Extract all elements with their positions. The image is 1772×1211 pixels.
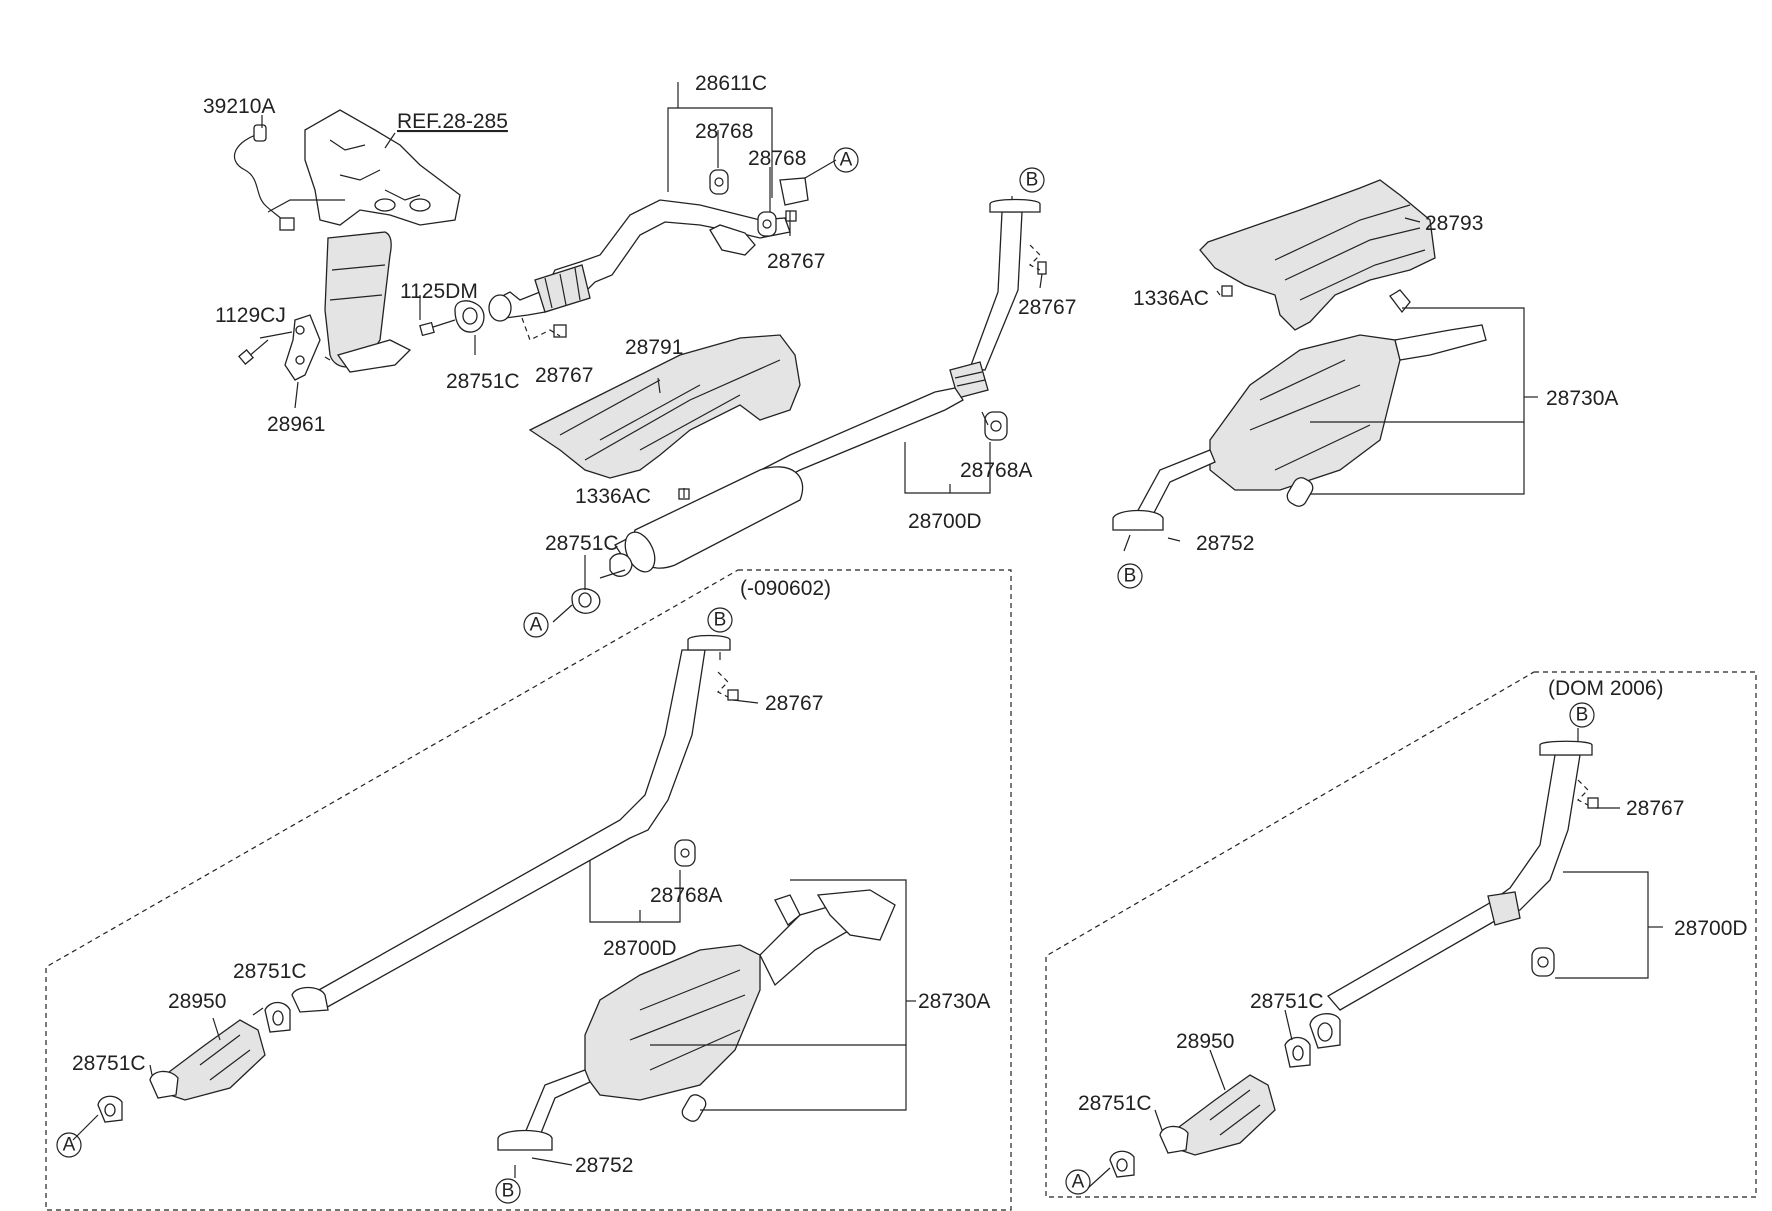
marker-b-4: B — [495, 1178, 521, 1204]
label-28767-d: 28767 — [765, 692, 823, 715]
label-variant-090602: (-090602) — [740, 577, 831, 600]
label-28611C: 28611C — [695, 72, 767, 95]
label-28767-b: 28767 — [535, 364, 593, 387]
label-28793: 28793 — [1425, 212, 1483, 235]
label-28768A-b: 28768A — [650, 884, 722, 907]
label-28751C-b: 28751C — [545, 532, 619, 555]
label-28767-c: 28767 — [1018, 296, 1076, 319]
label-variant-dom2006: (DOM 2006) — [1548, 677, 1664, 700]
label-28767-a: 28767 — [767, 250, 825, 273]
label-28700D-b: 28700D — [603, 937, 677, 960]
label-39210A: 39210A — [203, 95, 275, 118]
svg-text:B: B — [1124, 566, 1137, 587]
marker-a-2: A — [523, 612, 549, 638]
svg-text:B: B — [1026, 170, 1039, 191]
label-28768-b: 28768 — [748, 147, 806, 170]
svg-text:A: A — [840, 150, 853, 171]
label-28752-b: 28752 — [575, 1154, 633, 1177]
exhaust-manifold-catalytic-converter — [233, 109, 485, 409]
label-28752-a: 28752 — [1196, 532, 1254, 555]
svg-text:A: A — [1072, 1172, 1085, 1193]
label-28700D-c: 28700D — [1674, 917, 1748, 940]
exhaust-variant-dom2006 — [1087, 728, 1663, 1189]
label-ref-28-285: REF.28-285 — [397, 110, 508, 133]
variant-box-dom2006 — [1045, 671, 1757, 1198]
label-1125DM: 1125DM — [400, 280, 478, 303]
label-28768A-a: 28768A — [960, 459, 1032, 482]
label-28791: 28791 — [625, 336, 683, 359]
svg-text:A: A — [530, 615, 543, 636]
label-1336AC-a: 1336AC — [575, 485, 651, 508]
svg-text:B: B — [1576, 705, 1589, 726]
label-28751C-c: 28751C — [233, 960, 307, 983]
marker-b-3: B — [707, 607, 733, 633]
center-pipe-assembly-top — [528, 196, 1047, 623]
label-28950-b: 28950 — [1176, 1030, 1234, 1053]
svg-text:B: B — [714, 610, 727, 631]
label-28950-a: 28950 — [168, 990, 226, 1013]
svg-text:B: B — [502, 1181, 515, 1202]
rear-muffler-assembly-top — [1112, 179, 1538, 552]
label-1336AC-b: 1336AC — [1133, 287, 1209, 310]
exhaust-variant-090602 — [72, 634, 916, 1178]
label-28768-a: 28768 — [695, 120, 753, 143]
front-pipe-28611C — [488, 82, 837, 341]
label-1129CJ: 1129CJ — [215, 304, 286, 327]
label-28700D-a: 28700D — [908, 510, 982, 533]
svg-text:A: A — [63, 1135, 76, 1156]
label-28751C-f: 28751C — [1078, 1092, 1152, 1115]
marker-b-2: B — [1117, 563, 1143, 589]
marker-b-5: B — [1569, 702, 1595, 728]
variant-box-090602 — [45, 569, 1012, 1211]
marker-a-3: A — [56, 1132, 82, 1158]
label-28730A-b: 28730A — [918, 990, 990, 1013]
label-28751C-a: 28751C — [446, 370, 520, 393]
label-28767-e: 28767 — [1626, 797, 1684, 820]
label-28961: 28961 — [267, 413, 325, 436]
label-28751C-d: 28751C — [72, 1052, 146, 1075]
label-28730A-a: 28730A — [1546, 387, 1618, 410]
marker-b-1: B — [1019, 167, 1045, 193]
marker-a-4: A — [1065, 1169, 1091, 1195]
label-28751C-e: 28751C — [1250, 990, 1324, 1013]
marker-a-1: A — [833, 147, 859, 173]
